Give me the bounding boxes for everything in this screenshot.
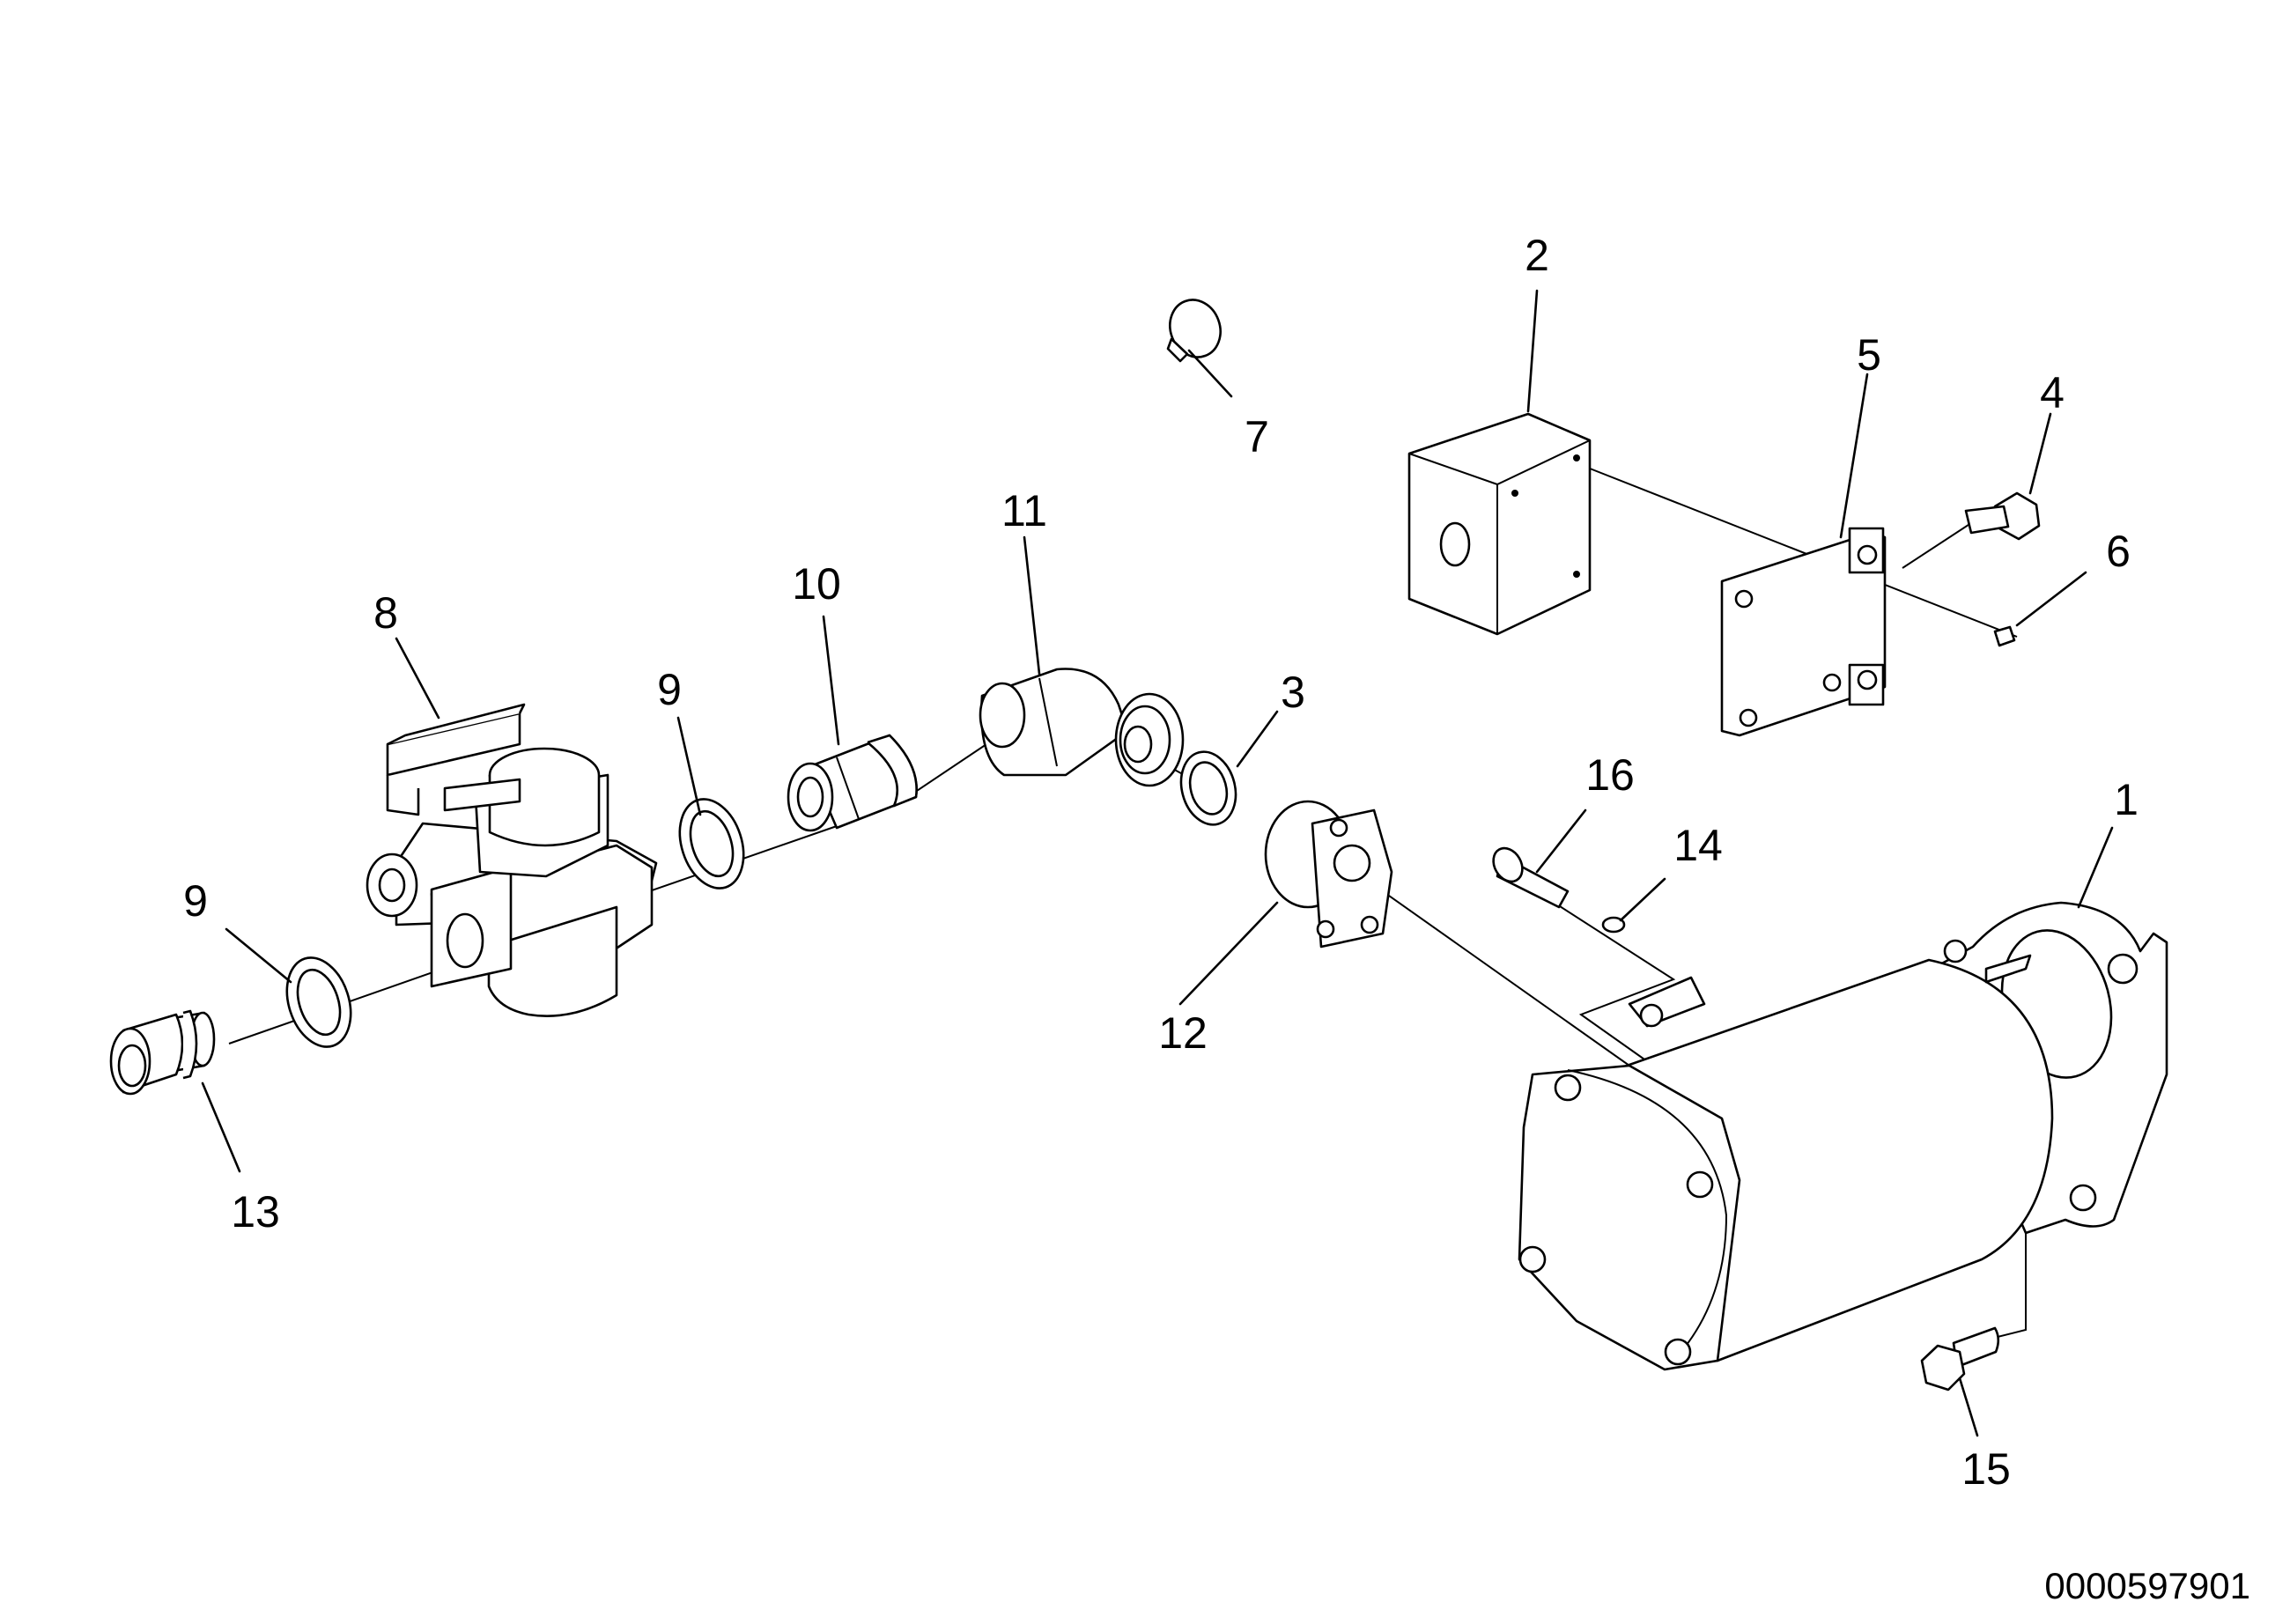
callout-7: 7 (1245, 412, 1269, 461)
callout-13: 13 (231, 1187, 280, 1236)
callout-16: 16 (1585, 750, 1635, 800)
callout-2: 2 (1525, 231, 1549, 280)
callout-9-lower: 9 (183, 876, 208, 926)
callout-8: 8 (373, 588, 398, 638)
callout-11: 11 (1001, 486, 1047, 535)
callout-3: 3 (1281, 668, 1305, 717)
part-1-motor (1518, 901, 2168, 1371)
callout-14: 14 (1673, 821, 1723, 870)
drawing-number: 0000597901 (2044, 1565, 2250, 1606)
part-4-screw (1964, 491, 2041, 541)
callout-15: 15 (1961, 1444, 2011, 1494)
part-9-seal-ring-lower (285, 956, 352, 1048)
callout-5: 5 (1857, 330, 1881, 380)
part-16-bolt (1492, 846, 1570, 909)
callout-4: 4 (2040, 368, 2065, 417)
part-8-valve (366, 703, 658, 1017)
callout-12: 12 (1158, 1008, 1208, 1058)
callout-labels: 1 2 3 4 5 6 7 8 9 9 10 11 12 13 14 15 16 (183, 231, 2139, 1494)
part-3-o-ring (1179, 750, 1237, 826)
part-10-connector (787, 734, 918, 832)
callout-6: 6 (2106, 527, 2131, 576)
part-7-clamp (1166, 299, 1222, 363)
leader-lines (201, 289, 2114, 1437)
part-6-screw (1993, 625, 2016, 647)
part-9-seal-ring-upper (678, 798, 745, 890)
part-2-box (1407, 412, 1592, 636)
part-13-fitting (109, 1009, 216, 1096)
callout-1: 1 (2114, 775, 2139, 824)
callout-10: 10 (792, 559, 841, 609)
callout-9-upper: 9 (657, 665, 682, 714)
part-5-bracket-plate (1720, 527, 1887, 737)
part-12-flange (1264, 800, 1393, 949)
part-11-elbow (979, 668, 1185, 787)
part-14-washer (1601, 916, 1626, 934)
part-15-bolt (1920, 1326, 2000, 1391)
